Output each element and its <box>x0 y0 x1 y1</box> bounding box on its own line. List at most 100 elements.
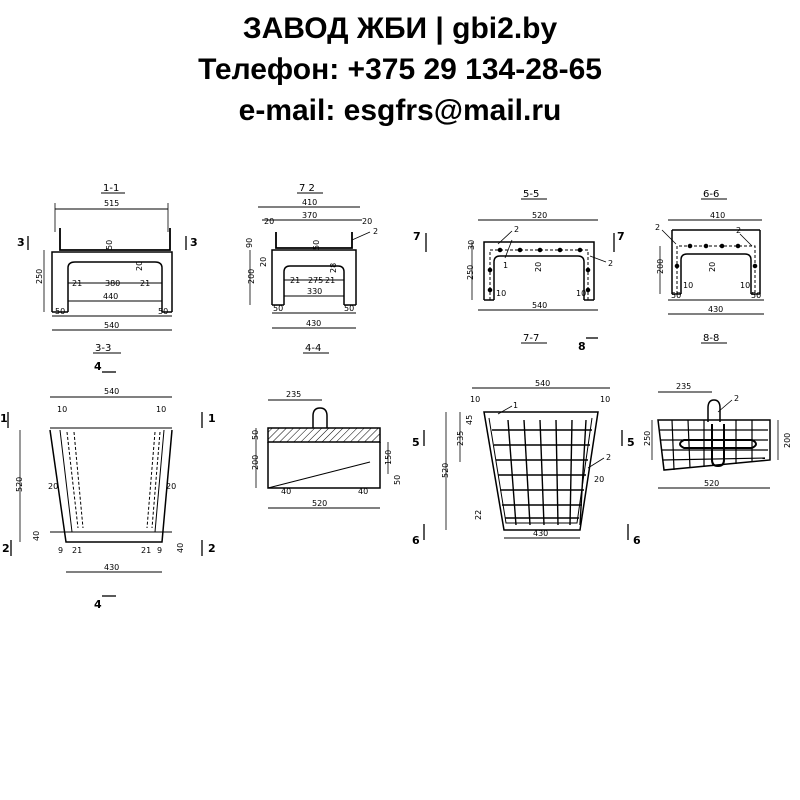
dim-21-right: 21 <box>141 546 151 555</box>
dim-20-left: 20 <box>48 482 58 491</box>
section-8-8-title: 8-8 <box>703 333 719 344</box>
dim-9-left: 9 <box>58 546 63 555</box>
dim-410: 410 <box>302 198 317 207</box>
dim-40-left: 40 <box>281 487 291 496</box>
dim-250: 250 <box>35 269 44 284</box>
section-8-8: 8-8 235 2 250 200 520 <box>643 333 792 489</box>
dim-45: 45 <box>465 415 474 425</box>
position-2: 2 <box>373 227 378 236</box>
position-1: 1 <box>503 261 508 270</box>
dim-430: 430 <box>708 305 723 314</box>
dim-21-left: 21 <box>290 276 300 285</box>
dim-50-left: 50 <box>671 291 681 300</box>
cut-5-right: 5 <box>627 436 635 449</box>
section-4-4-title: 4-4 <box>305 343 321 354</box>
position-2-right: 2 <box>736 226 741 235</box>
dim-40-right: 40 <box>358 487 368 496</box>
cut-4-top: 4 <box>94 360 102 373</box>
section-5-5-title: 5-5 <box>523 189 539 200</box>
section-4-4: 4-4 235 50 200 150 50 40 40 520 <box>251 343 402 509</box>
dim-330: 330 <box>307 287 322 296</box>
dim-380: 380 <box>105 279 120 288</box>
position-1: 1 <box>513 401 518 410</box>
dim-20-tl: 20 <box>264 217 274 226</box>
dim-30: 30 <box>467 240 476 250</box>
dim-20: 20 <box>594 475 604 484</box>
dim-50-left: 50 <box>273 304 283 313</box>
section-2-2: 7 2 410 370 20 20 90 20 200 50 275 21 21… <box>245 183 378 329</box>
header: ЗАВОД ЖБИ | gbi2.by Телефон: +375 29 134… <box>0 8 800 131</box>
dim-540: 540 <box>532 301 547 310</box>
dim-520: 520 <box>532 211 547 220</box>
dim-430: 430 <box>533 529 548 538</box>
dim-235: 235 <box>286 390 301 399</box>
section-3-3: 3-3 4 540 10 10 520 20 20 40 40 9 21 21 … <box>0 343 216 611</box>
dim-20-tr: 20 <box>362 217 372 226</box>
dim-520: 520 <box>441 463 450 478</box>
dim-250: 250 <box>643 431 652 446</box>
dim-40-right: 40 <box>176 543 185 553</box>
section-6-6: 6-6 410 200 20 10 10 50 50 430 2 2 <box>655 189 764 315</box>
cut-7-left: 7 <box>413 230 421 243</box>
dim-235: 235 <box>676 382 691 391</box>
dim-50: 50 <box>105 240 114 250</box>
section-5-5: 5-5 520 30 250 20 10 10 540 1 2 2 7 7 <box>413 189 625 311</box>
dim-20: 20 <box>534 262 543 272</box>
dim-20: 20 <box>708 262 717 272</box>
cut-1-left: 1 <box>0 412 8 425</box>
dim-520: 520 <box>704 479 719 488</box>
dim-50-right: 50 <box>344 304 354 313</box>
dim-90: 90 <box>245 238 254 248</box>
cut-3-left: 3 <box>17 236 25 249</box>
dim-200: 200 <box>251 455 260 470</box>
dim-520: 520 <box>15 477 24 492</box>
dim-50-right: 50 <box>393 475 402 485</box>
cut-7-right: 7 <box>617 230 625 243</box>
section-1-1: 1-1 515 50 380 21 21 20 250 440 50 50 54… <box>17 183 198 331</box>
dim-275: 275 <box>308 276 323 285</box>
cut-6-left: 6 <box>412 534 420 547</box>
dim-50-right: 50 <box>751 291 761 300</box>
dim-150: 150 <box>384 450 393 465</box>
position-2-right: 2 <box>608 259 613 268</box>
dim-515: 515 <box>104 199 119 208</box>
dim-540: 540 <box>535 379 550 388</box>
dim-21-left: 21 <box>72 546 82 555</box>
section-3-3-title: 3-3 <box>95 343 111 354</box>
dim-9-right: 9 <box>157 546 162 555</box>
dim-10-right: 10 <box>600 395 610 404</box>
dim-10-right: 10 <box>740 281 750 290</box>
dim-250: 250 <box>466 265 475 280</box>
dim-540: 540 <box>104 321 119 330</box>
dim-540: 540 <box>104 387 119 396</box>
cut-2-right: 2 <box>208 542 216 555</box>
position-2: 2 <box>606 453 611 462</box>
cut-3-right: 3 <box>190 236 198 249</box>
dim-20: 20 <box>135 261 144 271</box>
position-2-left: 2 <box>655 223 660 232</box>
dim-200: 200 <box>656 259 665 274</box>
dim-440: 440 <box>103 292 118 301</box>
dim-10-right: 10 <box>156 405 166 414</box>
dim-50-left: 50 <box>55 307 65 316</box>
section-7-7: 7-7 8 540 10 10 45 235 520 22 <box>412 333 641 547</box>
dim-430: 430 <box>306 319 321 328</box>
dim-370: 370 <box>302 211 317 220</box>
dim-22: 22 <box>474 510 483 520</box>
dim-50: 50 <box>251 430 260 440</box>
dim-20-right: 20 <box>166 482 176 491</box>
cut-4-bottom: 4 <box>94 598 102 611</box>
dim-10-left: 10 <box>683 281 693 290</box>
dim-21-right: 21 <box>140 279 150 288</box>
section-6-6-title: 6-6 <box>703 189 719 200</box>
dim-10-left: 10 <box>496 289 506 298</box>
dim-200: 200 <box>783 433 792 448</box>
dim-235: 235 <box>456 431 465 446</box>
email-line: e-mail: esgfrs@mail.ru <box>238 94 562 127</box>
phone-line: Телефон: +375 29 134-28-65 <box>198 53 602 86</box>
dim-21-right: 21 <box>325 276 335 285</box>
dim-50-right: 50 <box>158 307 168 316</box>
dim-28: 28 <box>329 263 338 273</box>
dim-21-left: 21 <box>72 279 82 288</box>
